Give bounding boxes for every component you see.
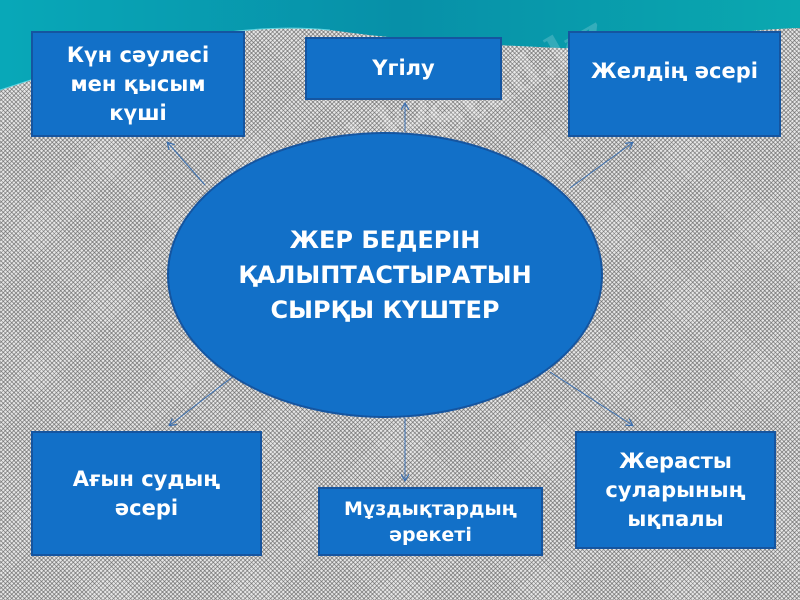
node-label: Жерасты суларының ықпалы (605, 448, 746, 531)
node-bottom-center: Мұздықтардың әрекеті (318, 487, 543, 556)
node-label: Күн сәулесі мен қысым күші (66, 42, 210, 125)
arrow-bottom-left (170, 374, 236, 425)
arrow-bottom-right (549, 371, 632, 425)
node-label: Желдің әсері (591, 58, 758, 83)
node-top-center: Үгілу (305, 37, 502, 100)
node-bottom-left: Ағын судың әсері (31, 431, 262, 556)
central-concept: ЖЕР БЕДЕРІН ҚАЛЫПТАСТЫРАТЫН СЫРҚЫ КҮШТЕР (167, 132, 603, 418)
node-label: Үгілу (372, 56, 435, 80)
node-top-left: Күн сәулесі мен қысым күші (31, 31, 245, 137)
node-top-right: Желдің әсері (568, 31, 781, 137)
node-bottom-right: Жерасты суларының ықпалы (575, 431, 776, 549)
arrow-top-right (569, 143, 632, 189)
arrow-top-left (168, 143, 206, 186)
node-label: Мұздықтардың әрекеті (343, 497, 518, 546)
node-label: Ағын судың әсері (72, 466, 221, 520)
central-title: ЖЕР БЕДЕРІН ҚАЛЫПТАСТЫРАТЫН СЫРҚЫ КҮШТЕР (238, 225, 532, 324)
